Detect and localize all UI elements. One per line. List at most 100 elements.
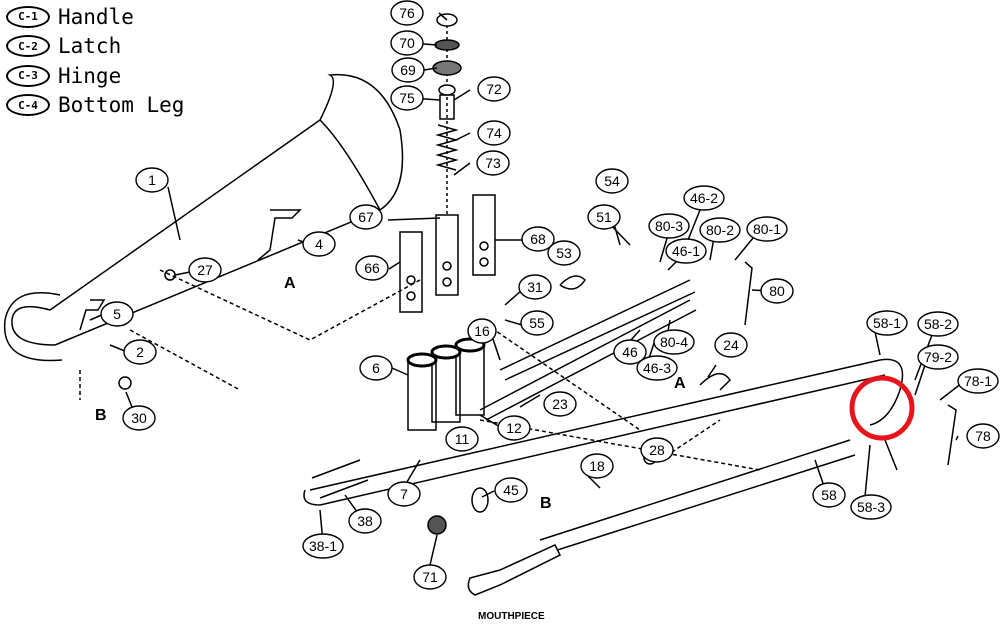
callout-bubble [355, 255, 389, 281]
callout-bubble [640, 437, 674, 463]
callout-70: 70 [390, 30, 424, 56]
callout-80: 80 [760, 278, 794, 304]
callout-bubble [714, 332, 748, 358]
callout-bubble [349, 204, 383, 230]
callout-label: 53 [556, 245, 572, 261]
callout-78-1: 78-1 [957, 368, 999, 394]
tuning-bow [11, 305, 56, 346]
callout-4: 4 [302, 231, 336, 257]
callout-bubble [547, 240, 581, 266]
highlight-circle [849, 375, 915, 441]
callout-label: 11 [455, 431, 470, 447]
callout-label: 67 [358, 209, 374, 225]
callout-label: 5 [113, 306, 121, 322]
callout-75: 75 [390, 85, 424, 111]
callout-label: 46-3 [643, 360, 671, 376]
callout-78: 78 [966, 423, 1000, 449]
callouts: 124567111216182324272830313838-1454646-1… [100, 0, 1000, 590]
callout-label: 73 [485, 155, 501, 171]
callout-label: 38-1 [309, 538, 337, 554]
callout-label: 55 [529, 315, 545, 331]
callout-bubble [699, 217, 741, 243]
drawing-lines [3, 12, 963, 596]
callout-72: 72 [477, 76, 511, 102]
bell-section [49, 73, 404, 346]
callout-bubble [188, 257, 222, 283]
callout-label: 58-3 [857, 499, 885, 515]
callout-58: 58 [812, 482, 846, 508]
piston-67 [435, 214, 459, 296]
callout-label: 7 [400, 486, 408, 502]
callout-label: 46-1 [672, 243, 700, 259]
callout-71: 71 [413, 564, 447, 590]
callout-bubble [665, 238, 707, 264]
callout-18: 18 [580, 453, 614, 479]
callout-bubble [648, 213, 690, 239]
callout-label: 58-1 [873, 315, 901, 331]
callout-74: 74 [477, 120, 511, 146]
callout-58-2: 58-2 [917, 311, 959, 337]
callout-53: 53 [547, 240, 581, 266]
callout-label: 4 [315, 236, 323, 252]
callout-6: 6 [359, 355, 393, 381]
callout-label: 70 [399, 35, 415, 51]
section-mark-a-lower: A [674, 375, 686, 392]
callout-bubble [476, 150, 510, 176]
callout-30: 30 [122, 405, 156, 431]
callout-bubble [359, 355, 393, 381]
legend-label: Bottom Leg [58, 93, 185, 118]
callout-label: 45 [503, 482, 519, 498]
callout-80-3: 80-3 [648, 213, 690, 239]
callout-46-1: 46-1 [665, 238, 707, 264]
callout-bubble [518, 274, 552, 300]
callout-1: 1 [135, 167, 169, 193]
callout-bubble [580, 453, 614, 479]
callout-label: 80-2 [706, 222, 734, 238]
callout-bubble [966, 423, 1000, 449]
callout-bubble [812, 482, 846, 508]
callout-label: 58 [821, 487, 837, 503]
callout-80-2: 80-2 [699, 217, 741, 243]
callout-58-1: 58-1 [866, 310, 908, 336]
callout-label: 46 [622, 344, 638, 360]
callout-label: 68 [530, 231, 546, 247]
callout-28: 28 [640, 437, 674, 463]
callout-label: 80-1 [753, 221, 781, 237]
callout-12: 12 [497, 415, 531, 441]
callout-label: 46-2 [690, 190, 718, 206]
callout-46-3: 46-3 [636, 355, 678, 381]
callout-bubble [390, 85, 424, 111]
callout-bubble [302, 231, 336, 257]
callout-31: 31 [518, 274, 552, 300]
callout-80-1: 80-1 [746, 216, 788, 242]
callout-27: 27 [188, 257, 222, 283]
callout-bubble [122, 405, 156, 431]
callout-24: 24 [714, 332, 748, 358]
mouthpiece [467, 544, 562, 596]
callout-51: 51 [587, 204, 621, 230]
callout-bubble [957, 368, 999, 394]
section-mark-a-upper: A [284, 275, 296, 292]
callout-79-2: 79-2 [917, 344, 959, 370]
legend-label: Handle [58, 4, 134, 29]
callout-67: 67 [349, 204, 383, 230]
callout-label: 58-2 [924, 316, 952, 332]
callout-label: 80-3 [655, 218, 683, 234]
callout-2: 2 [123, 339, 157, 365]
callout-bubble [348, 508, 382, 534]
callout-label: 27 [197, 262, 213, 278]
mouthpiece-label: MOUTHPIECE [478, 611, 545, 622]
callout-label: 80-4 [660, 334, 688, 350]
callout-bubble [917, 344, 959, 370]
callout-46-2: 46-2 [683, 185, 725, 211]
callout-bubble [917, 311, 959, 337]
callout-bubble [477, 120, 511, 146]
callout-bubble [497, 415, 531, 441]
callout-68: 68 [521, 226, 555, 252]
callout-label: 51 [596, 209, 612, 225]
